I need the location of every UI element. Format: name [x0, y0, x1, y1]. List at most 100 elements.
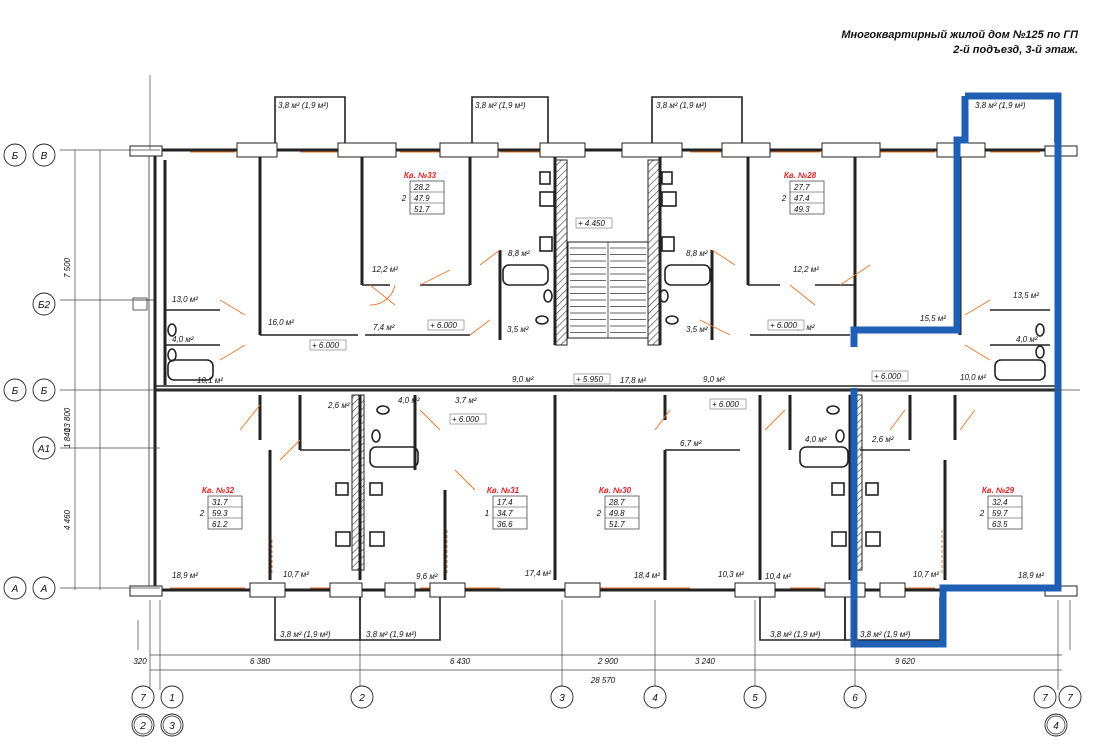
stove-icon — [539, 191, 555, 207]
axis-row-bubble-alt-label: Б — [12, 151, 19, 162]
room-area: 10,4 м² — [765, 572, 791, 581]
balcony-area: 3,8 м² (1,9 м²) — [656, 101, 707, 110]
axis-row-bubble — [32, 436, 56, 460]
sink-icon — [865, 482, 879, 496]
room-area: 10,1 м² — [197, 376, 223, 385]
axis-column-bubble — [643, 685, 667, 709]
sink-icon — [661, 236, 675, 252]
apartment-area: 32.4 — [992, 498, 1008, 507]
apartment-area: 63.5 — [992, 520, 1008, 529]
apartment-area-table — [207, 495, 243, 530]
room-area: 4,0 м² — [805, 435, 827, 444]
level-mark: + 5.950 — [576, 375, 603, 384]
sink-icon — [335, 482, 349, 496]
room-area: 10,0 м² — [960, 373, 986, 382]
apartment-area: 47.9 — [414, 194, 430, 203]
apartment-area: 27.7 — [793, 183, 810, 192]
stove-icon — [335, 531, 351, 547]
apartment-label: Кв. №29 — [982, 486, 1015, 495]
toilet-icon — [659, 289, 669, 303]
apartment-area-table — [492, 495, 528, 530]
bathtub-icon — [167, 359, 214, 381]
balcony-area: 3,8 м² (1,9 м²) — [280, 630, 331, 639]
sink-icon — [371, 429, 381, 443]
room-area: 4,0 м² — [398, 396, 420, 405]
apartment-area: 49.3 — [794, 205, 810, 214]
fixtures — [167, 171, 1046, 547]
room-area: 10,3 м² — [718, 570, 744, 579]
room-area: 6,7 м² — [680, 439, 702, 448]
level-mark: + 6.000 — [712, 400, 739, 409]
dimension-label: 13 800 — [63, 407, 72, 432]
axis-column-bubble-alt — [131, 685, 155, 709]
room-area: 16,0 м² — [268, 318, 294, 327]
sink-icon — [1035, 345, 1045, 359]
axis-row-bubble-label: Б2 — [38, 300, 51, 311]
sink-icon — [831, 482, 845, 496]
sink-icon — [369, 482, 383, 496]
dimension-label: 6 380 — [250, 657, 271, 666]
axis-row-bubble-label: В — [41, 151, 48, 162]
level-mark: + 6.000 — [874, 372, 901, 381]
bathtub-icon — [369, 446, 419, 468]
rooms-count: 2 — [979, 509, 985, 518]
apartment-area: 47.4 — [794, 194, 810, 203]
apartment-area: 31.7 — [212, 498, 228, 507]
axis-row-bubble — [32, 576, 56, 600]
axis-column-bubble-label: 2 — [358, 693, 365, 704]
room-area: 3,7 м² — [455, 396, 477, 405]
room-area: 17,8 м² — [620, 376, 646, 385]
level-mark: + 6.000 — [312, 341, 339, 350]
axis-sub-bubble-label: 4 — [1053, 721, 1059, 732]
axis-row-bubble-alt — [3, 576, 27, 600]
level-mark: + 6.000 — [452, 415, 479, 424]
balcony-area: 3,8 м² (1,9 м²) — [860, 630, 911, 639]
axis-column-bubble-alt — [1033, 685, 1057, 709]
bathtub-icon — [664, 264, 711, 286]
level-mark: + 4.450 — [578, 219, 605, 228]
axis-sub-bubble-label: 3 — [169, 721, 175, 732]
apartment-area: 28.7 — [608, 498, 625, 507]
balcony-area: 3,8 м² (1,9 м²) — [278, 101, 329, 110]
apartment-area: 36.6 — [497, 520, 513, 529]
axis-sub-bubble — [1044, 713, 1068, 737]
dimension-label: 6 430 — [450, 657, 471, 666]
apartment-area: 59.7 — [992, 509, 1008, 518]
apartment-label: Кв. №30 — [599, 486, 632, 495]
room-area: 7,4 м² — [373, 323, 395, 332]
stove-icon — [865, 531, 881, 547]
room-area: 10,7 м² — [283, 570, 309, 579]
balcony-area: 3,8 м² (1,9 м²) — [475, 101, 526, 110]
balcony-area: 3,8 м² (1,9 м²) — [975, 101, 1026, 110]
apartment-label: Кв. №33 — [404, 171, 437, 180]
outer-walls — [129, 145, 1078, 597]
axis-column-bubble-label: 4 — [652, 693, 658, 704]
drawing-title: Многоквартирный жилой дом №125 по ГП 2-й… — [841, 28, 1078, 58]
toilet-icon — [826, 405, 840, 415]
room-area: 18,9 м² — [172, 571, 198, 580]
room-area: 13,5 м² — [1013, 291, 1039, 300]
room-area: 4,0 м² — [1016, 335, 1038, 344]
dimension-label: 7 500 — [63, 257, 72, 278]
apartment-label: Кв. №32 — [202, 486, 235, 495]
rooms-count: 2 — [781, 194, 787, 203]
axis-sub-bubble — [160, 713, 184, 737]
apartment-area: 49.8 — [609, 509, 625, 518]
drawing-title-line2: 2-й подъезд, 3-й этаж. — [953, 44, 1078, 56]
dimension-label: 1 840 — [63, 427, 72, 448]
highlight-zone — [850, 92, 1062, 648]
dimension-label: 9 620 — [895, 657, 916, 666]
bathtub-icon — [799, 446, 849, 468]
axis-row-bubble-alt — [3, 143, 27, 167]
axis-row-bubble-alt — [3, 378, 27, 402]
balcony-area: 3,8 м² (1,9 м²) — [770, 630, 821, 639]
axis-column-bubble-label: 1 — [169, 693, 175, 704]
drawing-title-line1: Многоквартирный жилой дом №125 по ГП — [841, 29, 1078, 41]
axis-column-bubble-alt-label: 7 — [1042, 693, 1048, 704]
fridge-icon — [539, 171, 551, 185]
axis-column-bubble — [160, 685, 184, 709]
axis-column-bubble — [1058, 685, 1082, 709]
room-area: 12,2 м² — [793, 265, 819, 274]
axis-row-bubble-label: А — [40, 584, 48, 595]
room-area: 18,4 м² — [634, 571, 660, 580]
